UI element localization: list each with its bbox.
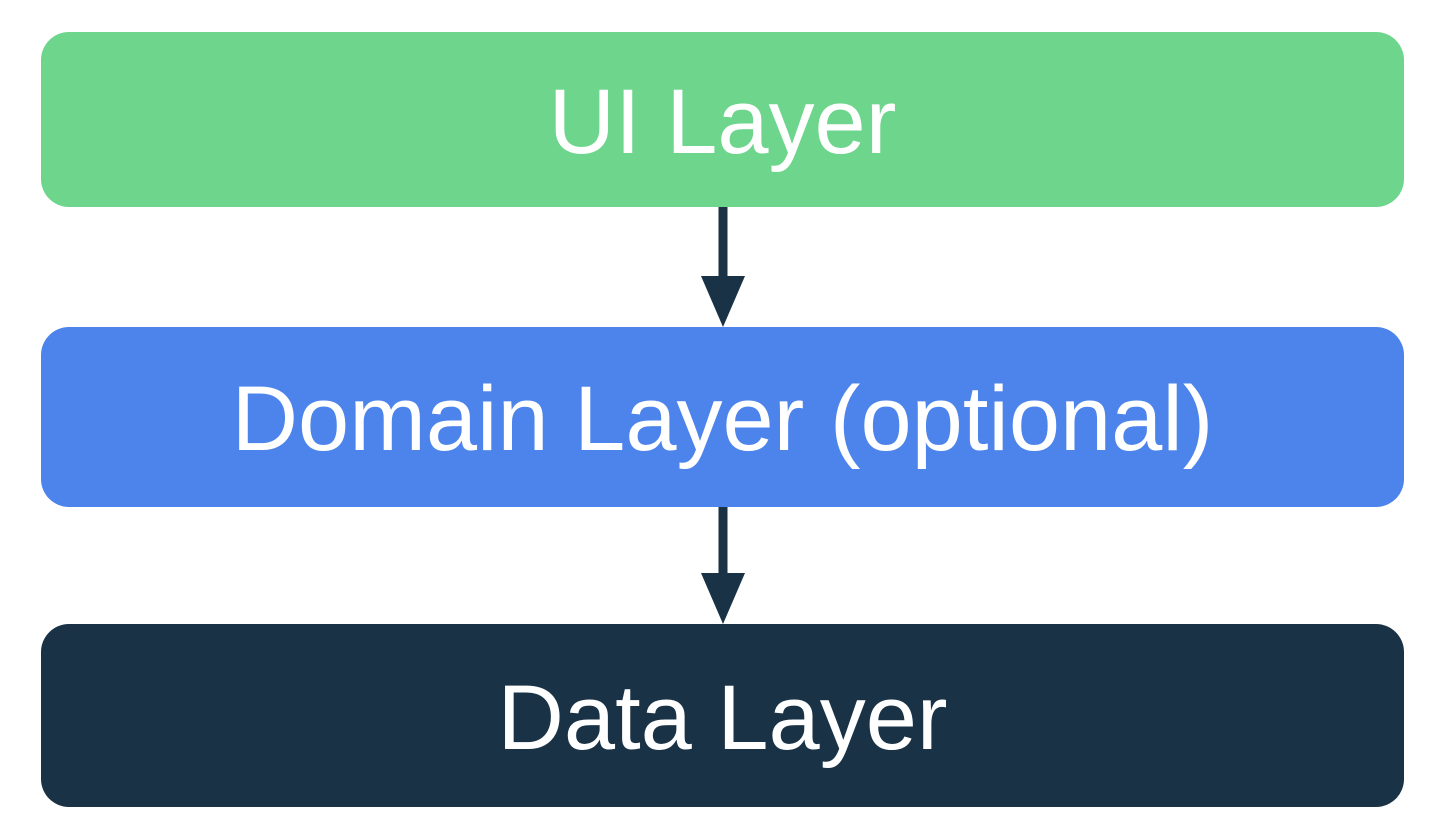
- arrow-down-icon: [700, 207, 745, 327]
- layer-box-data: Data Layer: [41, 624, 1404, 807]
- layer-label-domain: Domain Layer (optional): [231, 368, 1214, 470]
- layer-box-ui: UI Layer: [41, 32, 1404, 207]
- layer-box-domain: Domain Layer (optional): [41, 327, 1404, 507]
- layer-stack: UI Layer Domain Layer (optional) Data La…: [41, 32, 1404, 807]
- layer-label-data: Data Layer: [497, 666, 948, 769]
- layer-label-ui: UI Layer: [548, 70, 897, 173]
- arrow-down-icon: [700, 507, 745, 624]
